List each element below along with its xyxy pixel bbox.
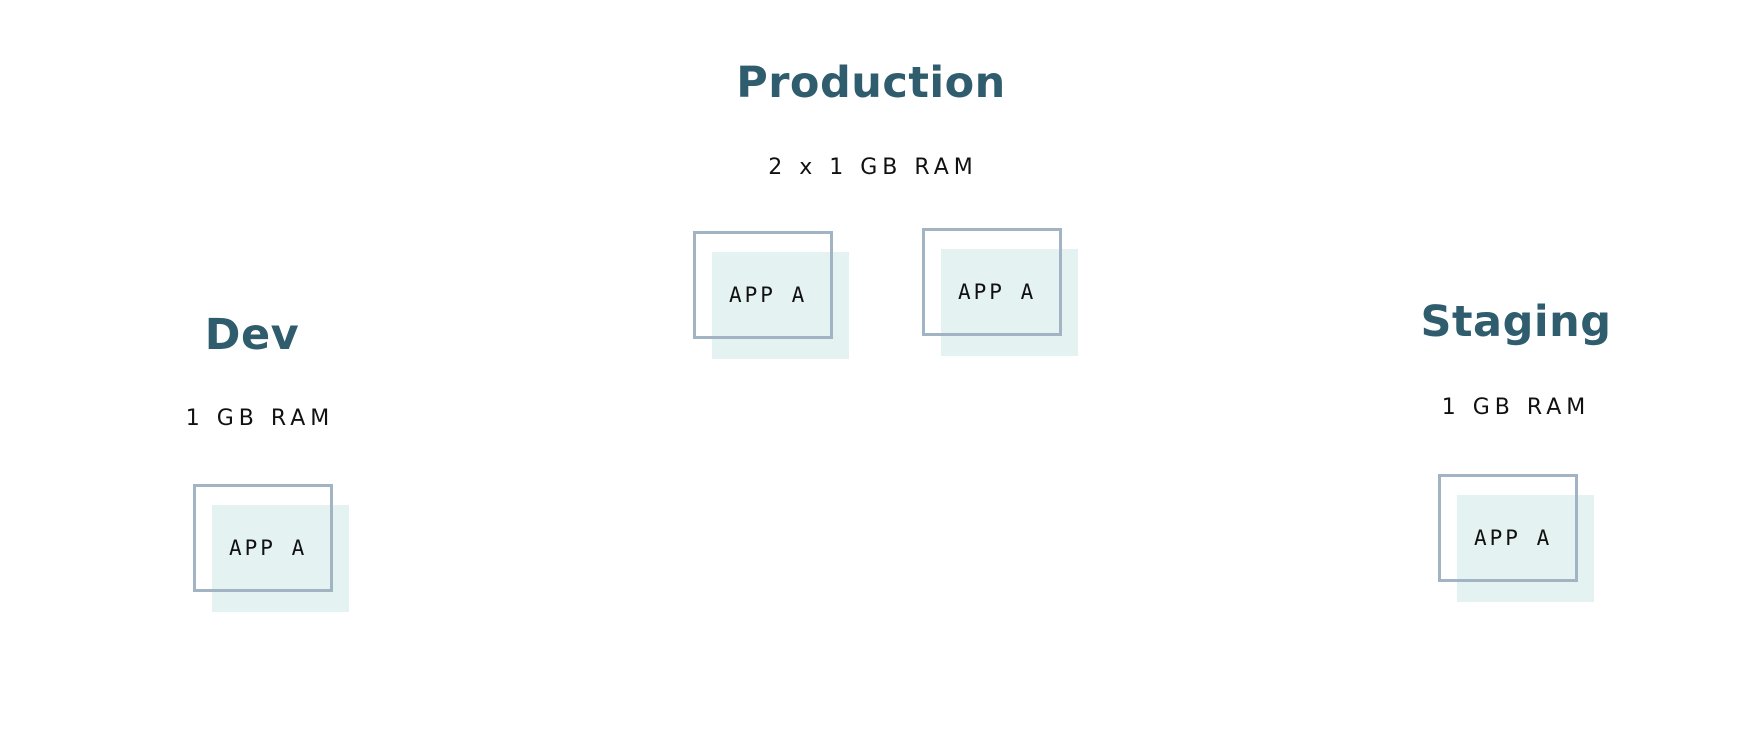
app-node-fill xyxy=(941,249,1078,356)
app-node-fill xyxy=(1457,495,1594,602)
app-node: APP A xyxy=(1438,474,1598,602)
env-title-dev: Dev xyxy=(204,310,300,360)
app-node-frame xyxy=(193,484,333,592)
env-ram-production: 2 x 1 GB RAM xyxy=(768,155,978,180)
app-node-label: APP A xyxy=(229,536,308,560)
app-node-fill xyxy=(212,505,349,612)
env-ram-staging: 1 GB RAM xyxy=(1441,395,1591,420)
env-title-staging: Staging xyxy=(1420,297,1612,347)
app-node: APP A xyxy=(922,228,1082,356)
env-ram-dev: 1 GB RAM xyxy=(185,406,335,431)
app-node: APP A xyxy=(193,484,353,612)
app-node-label: APP A xyxy=(729,283,808,307)
app-node-frame xyxy=(922,228,1062,336)
app-node-frame xyxy=(1438,474,1578,582)
app-node-fill xyxy=(712,252,849,359)
app-node-label: APP A xyxy=(958,280,1037,304)
app-node: APP A xyxy=(693,231,853,359)
app-node-label: APP A xyxy=(1474,526,1553,550)
app-node-frame xyxy=(693,231,833,339)
env-title-production: Production xyxy=(736,58,1006,108)
